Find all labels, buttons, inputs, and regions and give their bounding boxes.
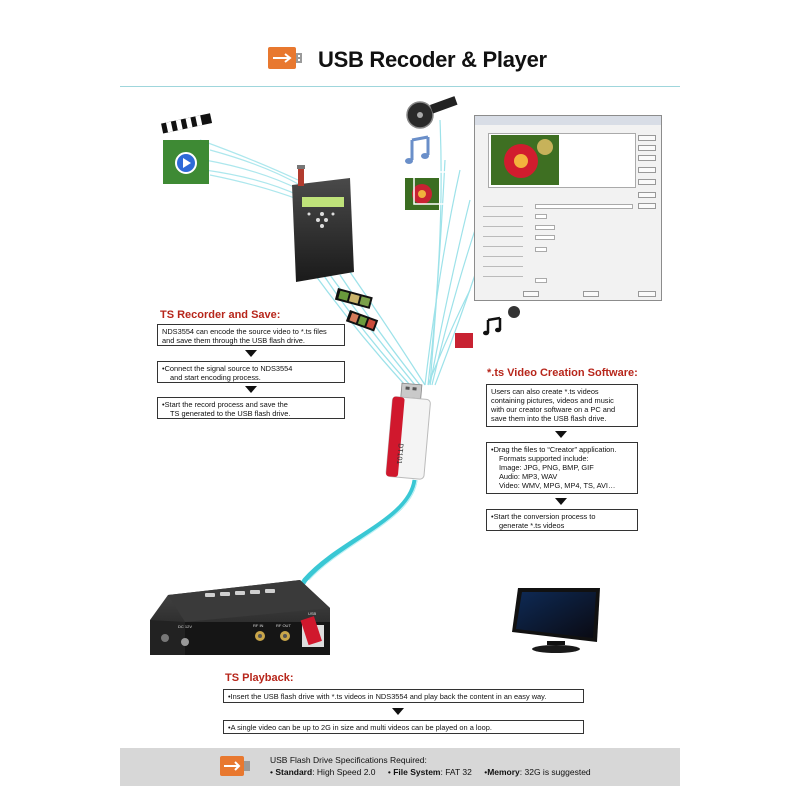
step-text: A single video can be up to 2G in size a… <box>228 723 579 732</box>
step-text: Start the conversion process to <box>491 512 633 521</box>
preview-panel <box>488 133 636 188</box>
dc-label: DC 12V <box>178 624 193 629</box>
step-text: and start encoding process. <box>170 373 261 382</box>
step-text: Formats supported include: <box>499 454 589 463</box>
field-input[interactable] <box>535 214 547 219</box>
field-input[interactable] <box>535 225 555 230</box>
ts-creation-title: *.ts Video Creation Software: <box>487 367 638 379</box>
specs-heading: USB Flash Drive Specifications Required: <box>270 755 427 765</box>
step-text: NDS3554 can encode the source video to *… <box>162 327 327 336</box>
spec-standard: • Standard: High Speed 2.0 <box>270 767 376 777</box>
ts-recorder-step1: NDS3554 can encode the source video to *… <box>157 324 345 346</box>
step-text: Start the record process and save the <box>162 400 340 409</box>
ts-creation-step1: Users can also create *.ts videos contai… <box>486 384 638 427</box>
spec-file-system: • File System: FAT 32 <box>387 767 472 777</box>
step-text: Users can also create *.ts videos <box>491 387 599 396</box>
specs-line: • Standard: High Speed 2.0 • File System… <box>270 767 591 777</box>
spec-memory: •Memory: 32G is suggested <box>484 767 591 777</box>
window-button[interactable] <box>638 155 656 161</box>
step-text: Image: JPG, PNG, BMP, GIF <box>499 463 594 472</box>
step-text: containing pictures, videos and music <box>491 396 614 405</box>
step-text: generate *.ts videos <box>499 521 565 530</box>
media-icons <box>405 96 458 210</box>
usb-drive-icon <box>268 47 302 69</box>
window-button[interactable] <box>638 179 656 185</box>
step-text: with our creator software on a PC and <box>491 405 616 414</box>
window-button[interactable] <box>523 291 539 297</box>
step-text: Drag the files to “Creator” application. <box>491 445 633 454</box>
window-button[interactable] <box>638 135 656 141</box>
small-media-icons <box>455 306 520 348</box>
specs-footer: USB Flash Drive Specifications Required:… <box>120 748 680 786</box>
rf-out-label: RF OUT <box>276 623 291 628</box>
field-input[interactable] <box>535 204 633 209</box>
window-button[interactable] <box>638 167 656 173</box>
usb-drive-icon <box>220 756 250 776</box>
ts-playback-step1: Insert the USB flash drive with *.ts vid… <box>223 689 584 703</box>
flow-arrow <box>245 350 257 357</box>
window-button[interactable] <box>583 291 599 297</box>
window-button[interactable] <box>638 291 656 297</box>
window-button[interactable] <box>638 203 656 209</box>
step-text: save them into the USB flash drive. <box>491 414 607 423</box>
ts-recorder-step3: Start the record process and save the TS… <box>157 397 345 419</box>
step-text: Video: WMV, MPG, MP4, TS, AVI… <box>499 481 616 490</box>
field-input[interactable] <box>535 247 547 252</box>
field-input[interactable] <box>535 235 555 240</box>
usb-flash-drive: DT101 <box>385 382 431 480</box>
svg-text:DT101: DT101 <box>395 443 404 465</box>
step-text: TS generated to the USB flash drive. <box>170 409 291 418</box>
field-input[interactable] <box>535 278 547 283</box>
usb-port-label: USB <box>308 611 317 616</box>
flow-arrow <box>392 708 404 715</box>
step-text: Insert the USB flash drive with *.ts vid… <box>228 692 579 701</box>
ts-creation-step2: Drag the files to “Creator” application.… <box>486 442 638 494</box>
ts-recorder-step2: Connect the signal source to NDS3554 and… <box>157 361 345 383</box>
flower-thumbnail <box>491 135 559 185</box>
rf-in-label: RF IN <box>253 623 264 628</box>
ts-recorder-title: TS Recorder and Save: <box>160 309 281 321</box>
page-title: USB Recoder & Player <box>318 47 547 72</box>
window-button[interactable] <box>638 192 656 198</box>
ts-playback-title: TS Playback: <box>225 672 294 684</box>
flow-arrow <box>245 386 257 393</box>
title-divider <box>120 86 680 87</box>
player-device <box>150 580 330 655</box>
step-text: Audio: MP3, WAV <box>499 472 558 481</box>
ts-creation-step3: Start the conversion process to generate… <box>486 509 638 531</box>
flow-arrow <box>555 498 567 505</box>
window-titlebar <box>475 116 661 125</box>
form-labels <box>483 204 523 286</box>
flow-arrow <box>555 431 567 438</box>
window-button[interactable] <box>638 145 656 151</box>
television <box>512 588 600 653</box>
recorder-device <box>292 165 354 282</box>
step-text: and save them through the USB flash driv… <box>162 336 305 345</box>
step-text: Connect the signal source to NDS3554 <box>162 364 340 373</box>
creator-app-window <box>474 115 662 301</box>
ts-playback-step2: A single video can be up to 2G in size a… <box>223 720 584 734</box>
clapboard-icon <box>161 113 213 184</box>
